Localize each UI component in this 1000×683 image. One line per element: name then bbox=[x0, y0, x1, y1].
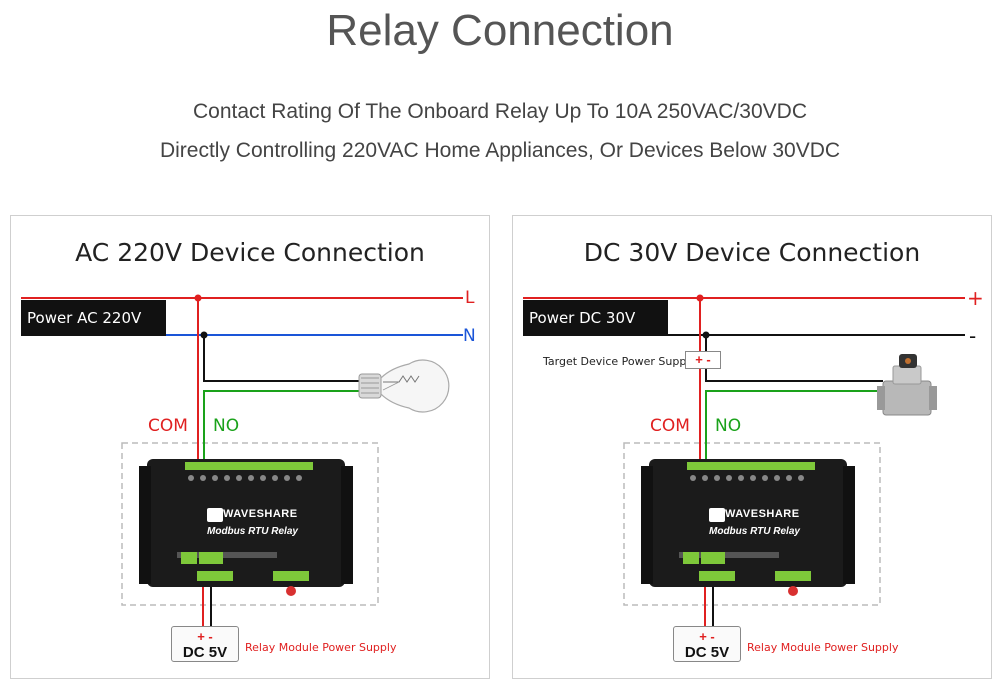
no-label: NO bbox=[715, 416, 742, 436]
line-l-label: L bbox=[465, 288, 475, 308]
supply-polarity: + - bbox=[197, 629, 213, 644]
line-positive-label: + bbox=[967, 286, 984, 310]
no-label: NO bbox=[213, 416, 240, 436]
no-wire bbox=[705, 390, 883, 466]
supply-caption: Relay Module Power Supply bbox=[747, 641, 899, 654]
line-negative-label: - bbox=[969, 324, 977, 348]
supply-caption: Relay Module Power Supply bbox=[245, 641, 397, 654]
ac-connection-panel: AC 220V Device Connection Power AC 220V … bbox=[10, 215, 490, 679]
relay-frame bbox=[623, 442, 881, 606]
neutral-junction bbox=[200, 331, 208, 339]
panel-title: AC 220V Device Connection bbox=[75, 238, 425, 267]
neutral-to-bulb-wire bbox=[203, 335, 361, 382]
line-n-label: N bbox=[463, 326, 476, 346]
com-label: COM bbox=[650, 416, 690, 436]
dc-5v-supply: + - DC 5V bbox=[171, 626, 239, 662]
live-junction bbox=[194, 294, 202, 302]
panel-title: DC 30V Device Connection bbox=[583, 238, 921, 267]
no-wire bbox=[203, 390, 361, 466]
relay-brand: WAVESHARE bbox=[725, 508, 800, 520]
negative-junction bbox=[702, 331, 710, 339]
relay-module bbox=[641, 459, 855, 596]
subtitle-line-1: Contact Rating Of The Onboard Relay Up T… bbox=[192, 100, 807, 123]
target-polarity: + - bbox=[695, 352, 711, 367]
negative-to-valve-wire bbox=[705, 335, 883, 382]
dc-5v-supply: + - DC 5V bbox=[673, 626, 741, 662]
page-title: Relay Connection bbox=[326, 6, 674, 55]
relay-model: Modbus RTU Relay bbox=[709, 526, 800, 537]
dc-connection-panel: DC 30V Device Connection Power DC 30V + … bbox=[512, 215, 992, 679]
supply-polarity: + - bbox=[699, 629, 715, 644]
target-supply-terminal: + - bbox=[685, 351, 721, 369]
light-bulb-icon bbox=[358, 359, 450, 413]
supply-voltage: DC 5V bbox=[182, 644, 228, 661]
positive-junction bbox=[696, 294, 704, 302]
com-label: COM bbox=[148, 416, 188, 436]
power-source-label: Power AC 220V bbox=[21, 300, 166, 336]
relay-model: Modbus RTU Relay bbox=[207, 526, 298, 537]
relay-brand: WAVESHARE bbox=[223, 508, 298, 520]
dc-wiring-diagram bbox=[523, 294, 965, 628]
ac-wiring-diagram bbox=[21, 294, 463, 628]
power-source-label: Power DC 30V bbox=[523, 300, 668, 336]
relay-module bbox=[139, 459, 353, 596]
supply-voltage: DC 5V bbox=[684, 644, 730, 661]
solenoid-valve-icon bbox=[877, 354, 937, 416]
target-supply-label: Target Device Power Supply bbox=[543, 355, 696, 368]
subtitle-line-2: Directly Controlling 220VAC Home Applian… bbox=[159, 139, 841, 162]
relay-frame bbox=[121, 442, 379, 606]
